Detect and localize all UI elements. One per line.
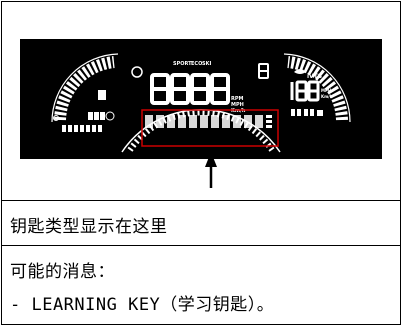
svg-text:Km/h: Km/h [231,108,246,114]
left-readouts [53,90,115,132]
caption-row: 钥匙类型显示在这里 [2,201,400,246]
mode-ski: SKI [202,61,211,67]
speed-units: RPM MPH Km/h [231,96,246,114]
mode-labels: SPORT ECO SKI [173,61,211,67]
svg-text:Km/h: Km/h [321,94,333,99]
key-type-caption: 钥匙类型显示在这里 [10,217,168,237]
svg-text:MPH: MPH [231,102,244,108]
mode-sport: SPORT [173,61,192,67]
display-background [20,39,382,159]
left-gauge [51,53,119,123]
right-readouts: iVTS MPH Km/h [290,69,333,116]
key-type-highlight-box [141,109,279,147]
svg-text:MPH: MPH [321,88,331,93]
pointer-arrow [205,152,217,188]
main-digits [150,73,230,105]
message-item: - LEARNING KEY（学习钥匙）。 [10,295,275,315]
svg-text:iVTS: iVTS [307,73,322,80]
svg-text:RPM: RPM [231,96,244,102]
figure-cell: SPORT ECO SKI [2,2,400,201]
instrument-cluster-illustration: SPORT ECO SKI [20,39,382,188]
messages-row: 可能的消息： - LEARNING KEY（学习钥匙）。 [2,246,400,324]
messages-heading: 可能的消息： [10,262,115,282]
tach-icon [131,66,143,78]
mode-eco: ECO [191,61,202,67]
document-table: SPORT ECO SKI [1,1,401,325]
message-matrix [145,115,272,128]
gear-digit [258,63,269,79]
right-gauge [283,53,351,123]
